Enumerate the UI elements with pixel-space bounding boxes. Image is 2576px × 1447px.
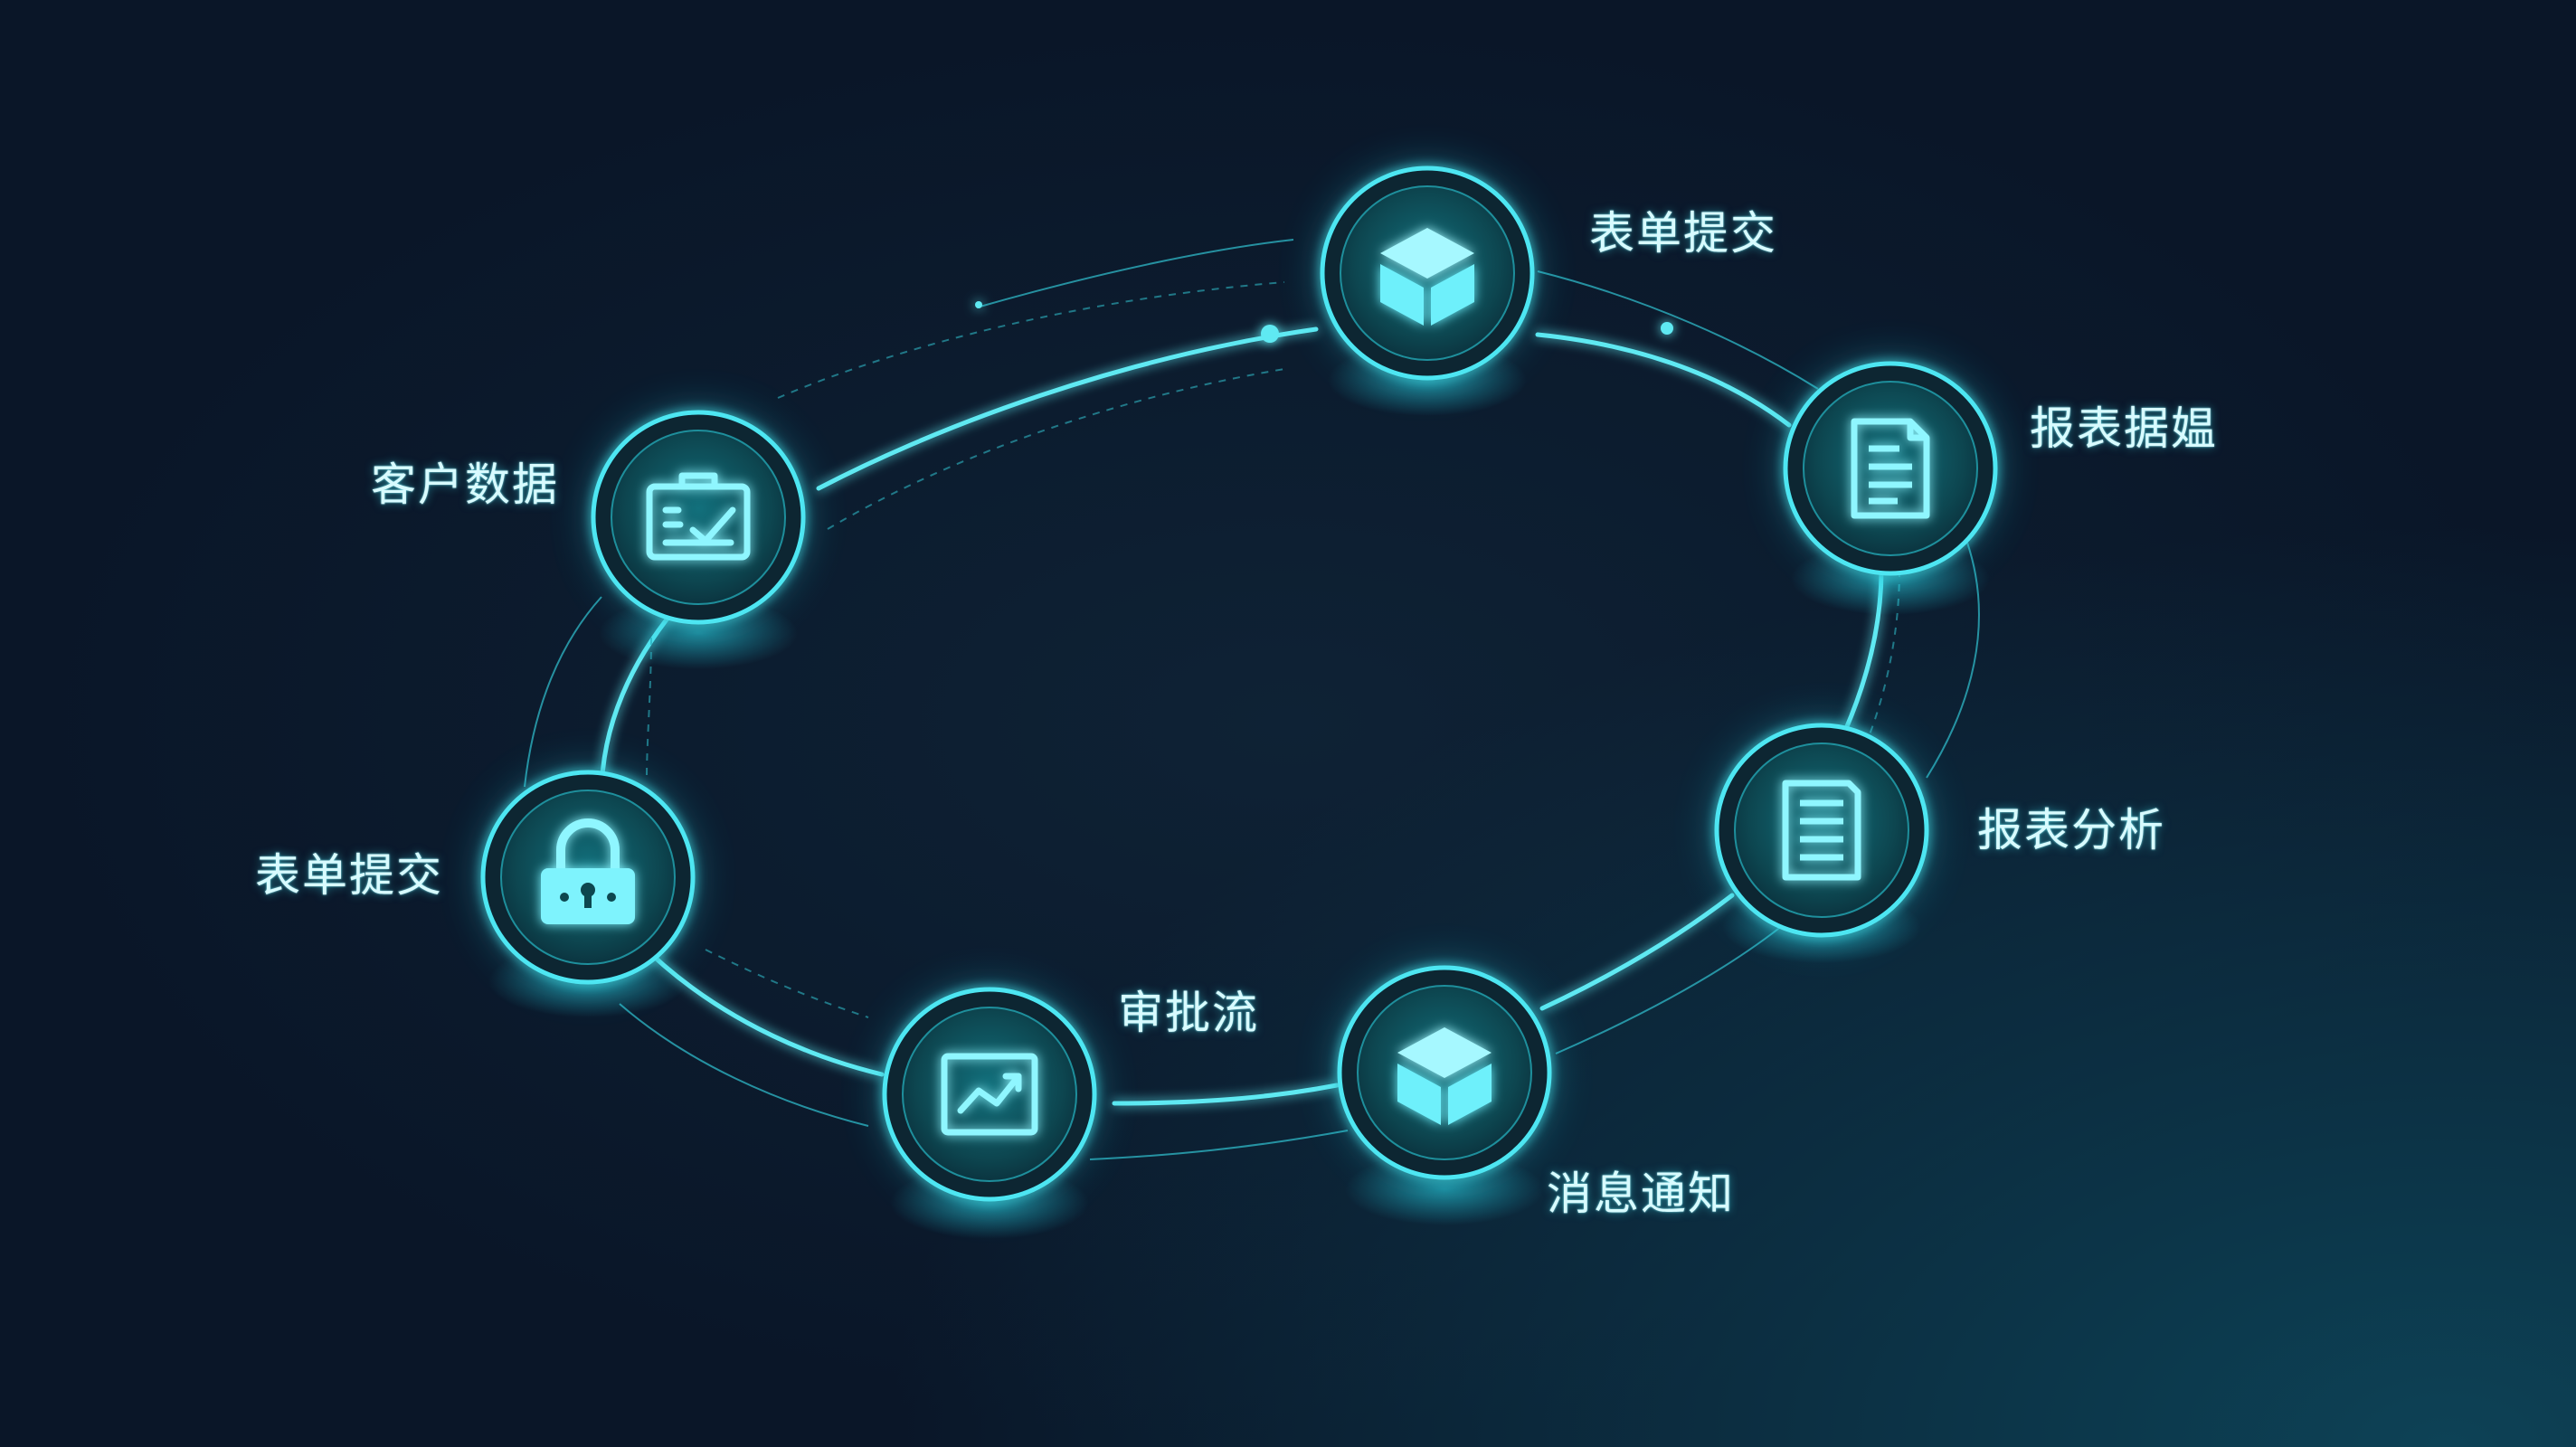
- cube-icon: [1380, 228, 1474, 326]
- cube-icon: [1397, 1027, 1492, 1125]
- node-label-bottom-right: 消息通知: [1547, 1168, 1735, 1220]
- node-left-upper: [590, 409, 807, 626]
- node-right-middle: [1713, 722, 1930, 939]
- node-label-right-upper: 报表据媪: [2030, 402, 2218, 455]
- lock-icon: [541, 818, 635, 924]
- document-icon: [1851, 418, 1930, 519]
- node-label-left-upper: 客户数据: [371, 459, 559, 511]
- chart-icon: [941, 1053, 1038, 1136]
- dashed-arcs: [646, 281, 1900, 1018]
- node-top: [1319, 165, 1536, 382]
- node-label-bottom-left: 审批流: [1118, 987, 1259, 1039]
- ring-dots: [975, 301, 1673, 343]
- node-label-right-middle: 报表分析: [1977, 804, 2165, 856]
- node-label-top: 表单提交: [1589, 207, 1777, 260]
- node-left: [479, 769, 696, 986]
- node-bottom-left: [881, 986, 1098, 1203]
- briefcase-check-icon: [646, 472, 751, 561]
- node-bottom-right: [1336, 964, 1553, 1181]
- node-label-left: 表单提交: [255, 849, 443, 902]
- node-right-upper: [1782, 360, 1999, 577]
- document-lines-icon: [1782, 780, 1861, 881]
